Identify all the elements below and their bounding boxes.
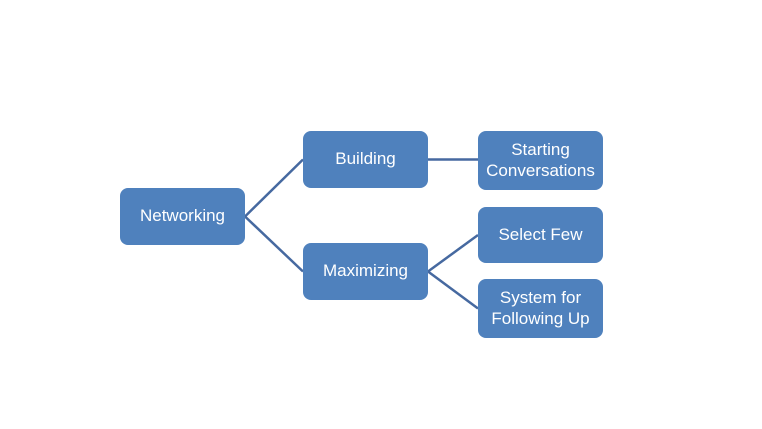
node-networking-label: Networking <box>139 206 226 226</box>
node-maximizing-label: Maximizing <box>322 261 409 281</box>
connector-networking-maximizing <box>244 215 304 273</box>
node-starting-conversations[interactable]: Starting Conversations <box>478 131 603 190</box>
connector-networking-building <box>244 158 304 218</box>
node-system-for-following-up-label: System for Following Up <box>491 287 590 328</box>
node-select-few-label: Select Few <box>498 224 583 244</box>
node-system-for-following-up[interactable]: System for Following Up <box>478 279 603 338</box>
node-building-label: Building <box>335 149 396 169</box>
node-select-few[interactable]: Select Few <box>478 207 603 263</box>
node-networking[interactable]: Networking <box>120 188 245 245</box>
node-maximizing[interactable]: Maximizing <box>303 243 428 300</box>
node-building[interactable]: Building <box>303 131 428 188</box>
node-starting-conversations-label: Starting Conversations <box>486 139 595 180</box>
connector-maximizing-system-for-following-up <box>427 270 479 310</box>
connector-maximizing-select-few <box>427 233 479 273</box>
